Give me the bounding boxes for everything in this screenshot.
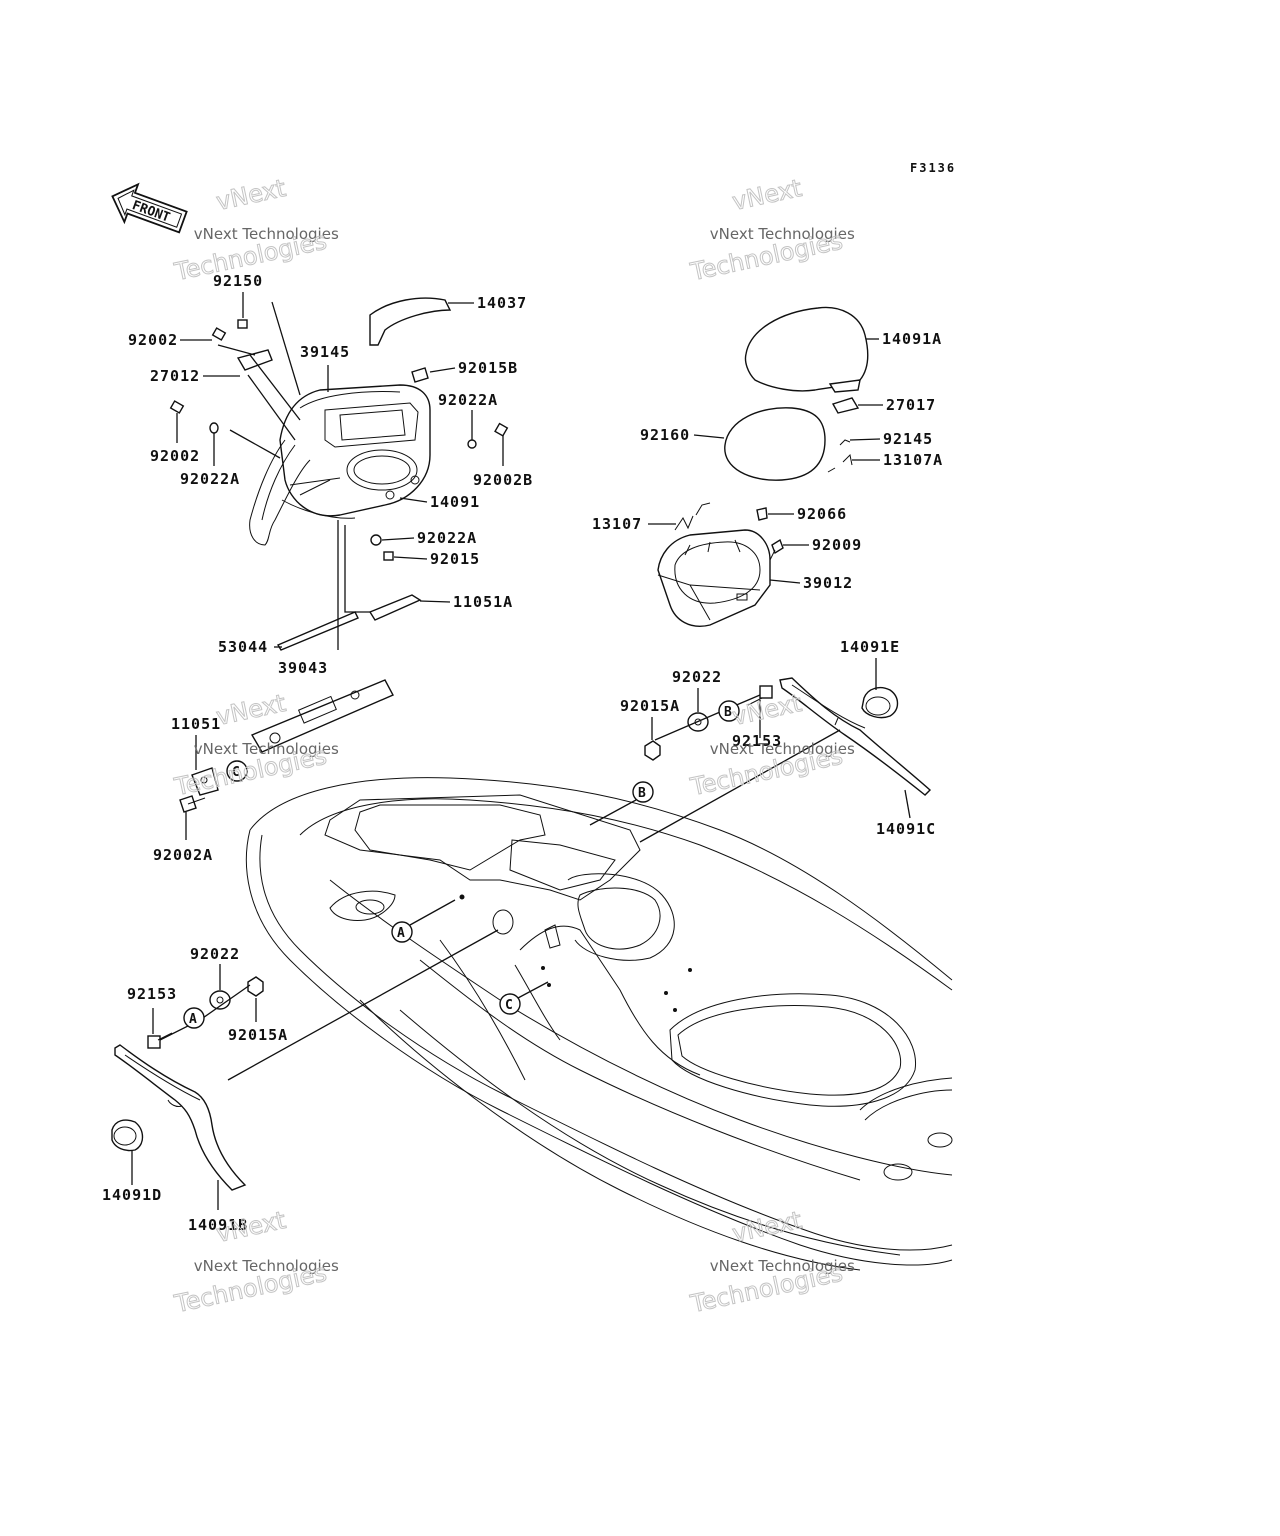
- left-side-panel: [111, 929, 499, 1210]
- watermark-mid-left: vNext vNext Technologies Technologies: [171, 688, 339, 801]
- part-label: 39145: [300, 343, 350, 361]
- part-label: 14091C: [876, 820, 936, 838]
- callout-b-text: B: [638, 786, 646, 801]
- svg-text:vNext: vNext: [730, 689, 804, 731]
- plate-assembly: [179, 679, 394, 813]
- part-label: 14091A: [882, 330, 942, 348]
- part-label: 11051A: [453, 593, 513, 611]
- part-label: 92153: [732, 732, 782, 750]
- callout-c-text: C: [232, 765, 240, 780]
- svg-text:vNext: vNext: [214, 174, 288, 216]
- watermark-mid-right: vNext vNext Technologies Technologies: [687, 688, 855, 801]
- part-labels: 92150 14037 92002 39145 27012 92015B 920…: [102, 272, 943, 1234]
- part-label: 92015B: [458, 359, 518, 377]
- svg-text:vNext Technologies: vNext Technologies: [710, 740, 855, 758]
- svg-text:vNext: vNext: [214, 1206, 288, 1248]
- part-label: 27012: [150, 367, 200, 385]
- part-label: 92022A: [180, 470, 240, 488]
- part-label: 92009: [812, 536, 862, 554]
- watermark-top-right: vNext vNext Technologies Technologies: [687, 173, 855, 286]
- part-label: 14091: [430, 493, 480, 511]
- part-label: 13107A: [883, 451, 943, 469]
- callout-a-text: A: [397, 926, 405, 941]
- part-label: 92015A: [228, 1026, 288, 1044]
- part-label: 92002: [150, 447, 200, 465]
- part-label: 13107: [592, 515, 642, 533]
- part-label: 92153: [127, 985, 177, 1003]
- part-label: 53044: [218, 638, 268, 656]
- part-label: 14091B: [188, 1216, 248, 1234]
- svg-text:vNext: vNext: [730, 174, 804, 216]
- watermark-bottom-left: vNext vNext Technologies Technologies: [171, 1205, 339, 1318]
- rear-storage-assembly: [657, 306, 869, 627]
- svg-text:vNext Technologies: vNext Technologies: [194, 740, 339, 758]
- part-label: 92002: [128, 331, 178, 349]
- part-label: 14037: [477, 294, 527, 312]
- callout-circle-c-hull: C: [499, 981, 549, 1015]
- part-label: 39043: [278, 659, 328, 677]
- watermark-bottom-right: vNext vNext Technologies Technologies: [687, 1205, 855, 1318]
- svg-text:vNext Technologies: vNext Technologies: [194, 1257, 339, 1275]
- callout-circle-b-right: B: [718, 700, 740, 722]
- hull-drawing: [245, 777, 953, 1271]
- callout-circle-a-hull: A: [391, 899, 456, 943]
- part-label: 39012: [803, 574, 853, 592]
- part-label: 92015: [430, 550, 480, 568]
- part-label: 92066: [797, 505, 847, 523]
- callout-a-text: A: [189, 1012, 197, 1027]
- part-label: 14091E: [840, 638, 900, 656]
- part-label: 92015A: [620, 697, 680, 715]
- part-label: 92002A: [153, 846, 213, 864]
- watermark-top-left: vNext vNext Technologies Technologies: [171, 173, 339, 286]
- part-label: 92002B: [473, 471, 533, 489]
- right-side-panel: [639, 658, 932, 843]
- callout-circle-c-plate: C: [226, 760, 248, 782]
- part-label: 92022: [672, 668, 722, 686]
- figure-code: F3136: [910, 161, 956, 175]
- part-label: 92022A: [438, 391, 498, 409]
- svg-text:vNext: vNext: [730, 1206, 804, 1248]
- part-label: 11051: [171, 715, 221, 733]
- svg-text:vNext Technologies: vNext Technologies: [194, 225, 339, 243]
- callout-circle-b-hull: B: [589, 781, 654, 826]
- part-label: 92022A: [417, 529, 477, 547]
- part-label: 92145: [883, 430, 933, 448]
- part-label: 92160: [640, 426, 690, 444]
- svg-text:vNext Technologies: vNext Technologies: [710, 225, 855, 243]
- svg-text:vNext Technologies: vNext Technologies: [710, 1257, 855, 1275]
- part-label: 14091D: [102, 1186, 162, 1204]
- callout-circle-a-left: A: [183, 1007, 205, 1029]
- part-label: 92150: [213, 272, 263, 290]
- front-hood-assembly: [169, 297, 509, 651]
- callout-b-text: B: [724, 705, 732, 720]
- callout-c-text: C: [505, 998, 513, 1013]
- front-arrow-icon: FRONT: [111, 182, 188, 234]
- part-label: 92022: [190, 945, 240, 963]
- part-label: 27017: [886, 396, 936, 414]
